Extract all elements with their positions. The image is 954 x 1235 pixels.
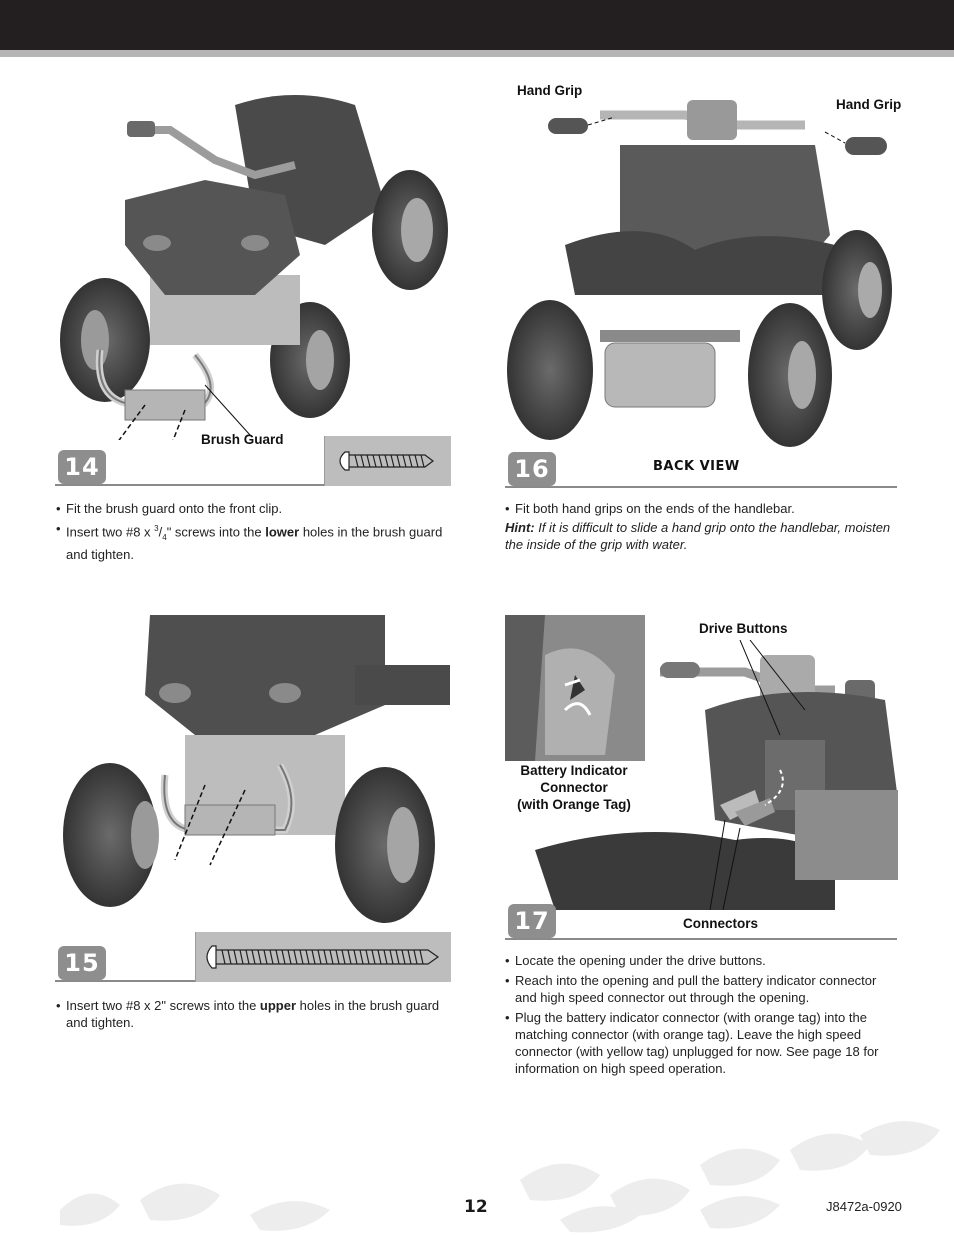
step17-header: 17 Connectors [505, 890, 897, 940]
step14-illustration [55, 85, 450, 440]
step17-rule [505, 938, 897, 940]
step17-instructions: Locate the opening under the drive butto… [505, 952, 900, 1080]
step15-rule [55, 980, 195, 982]
step16-illustration [505, 85, 900, 457]
step14-instructions: Fit the brush guard onto the front clip.… [56, 500, 451, 566]
step17-callout-connectors: Connectors [683, 916, 759, 931]
step17-callout-drive-buttons: Drive Buttons [699, 621, 788, 636]
step16-view-label: BACK VIEW [653, 459, 740, 474]
tire-track-decoration [60, 1121, 940, 1233]
step16-bullet-1: Fit both hand grips on the ends of the h… [505, 500, 900, 517]
step16-hint: Hint: If it is difficult to slide a hand… [505, 520, 891, 552]
step14-callout-brush-guard: Brush Guard [201, 432, 284, 447]
step17-bullet-3: Plug the battery indicator connector (wi… [505, 1009, 900, 1077]
step16-callout-hand-grip-right: Hand Grip [836, 97, 902, 112]
step17-callout-battery-connector: Battery Indicator Connector (with Orange… [517, 763, 631, 812]
step14-header: 14 [55, 436, 451, 486]
step16-callout-hand-grip-left: Hand Grip [517, 83, 583, 98]
screw-long-icon [206, 945, 440, 969]
step17-bullet-2: Reach into the opening and pull the batt… [505, 972, 900, 1006]
step14-rule [55, 484, 450, 486]
step16-header: 16 BACK VIEW [505, 438, 897, 488]
page-number: 12 [464, 1197, 488, 1217]
step17-inset-illustration [505, 615, 645, 761]
step14-badge: 14 [58, 450, 106, 484]
step14-bullet-1: Fit the brush guard onto the front clip. [56, 500, 451, 517]
step17-bullet-1: Locate the opening under the drive butto… [505, 952, 900, 969]
step17-illustration [535, 640, 898, 910]
step15-header: 15 [55, 932, 451, 982]
step15-instructions: Insert two #8 x 2" screws into the upper… [56, 997, 451, 1034]
step14-bullet-2: Insert two #8 x 3/4" screws into the low… [56, 520, 451, 563]
step17-badge: 17 [508, 904, 556, 938]
step15-screw-box [195, 932, 451, 982]
step15-bullet-1: Insert two #8 x 2" screws into the upper… [56, 997, 451, 1031]
step15-illustration [55, 615, 450, 930]
header-rule [0, 50, 954, 57]
step16-badge: 16 [508, 452, 556, 486]
screw-short-icon [339, 451, 434, 471]
step16-rule [505, 486, 897, 488]
step14-screw-box [324, 436, 451, 486]
step15-badge: 15 [58, 946, 106, 980]
document-code: J8472a-0920 [826, 1199, 902, 1214]
header-bar [0, 0, 954, 50]
step16-instructions: Fit both hand grips on the ends of the h… [505, 500, 900, 520]
